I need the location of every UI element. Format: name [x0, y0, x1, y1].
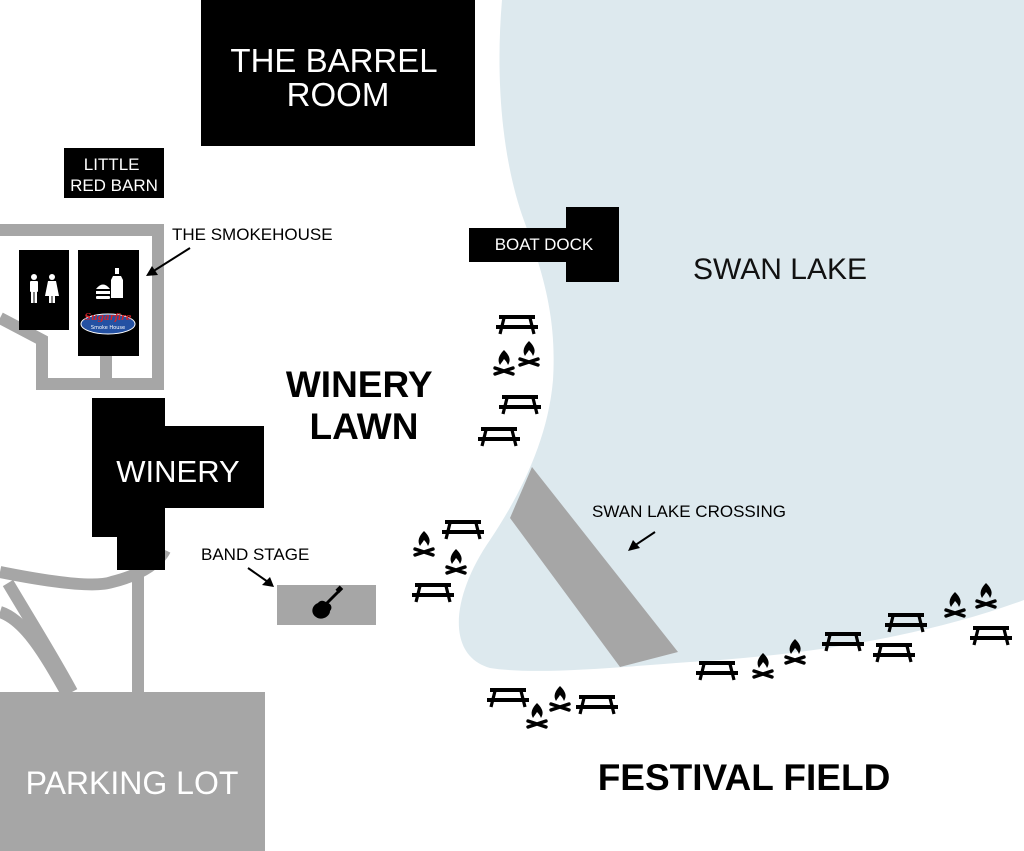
picnic-table-icon: [476, 425, 522, 448]
smokehouse-label: THE SMOKEHOUSE: [172, 225, 333, 244]
winery-label: WINERY: [116, 454, 239, 489]
burger-bottle-icon: [96, 268, 123, 299]
barrel-room-label: THE BARREL ROOM: [230, 42, 445, 113]
picnic-table-icon: [968, 624, 1014, 647]
restroom-building[interactable]: [19, 250, 69, 330]
restroom-icon: [30, 274, 59, 303]
campfire-icon: [493, 348, 515, 376]
picnic-table-icon: [440, 518, 486, 541]
crossing-arrow-icon: [628, 531, 656, 551]
picnic-table-icon: [494, 313, 540, 336]
swan-lake-label: SWAN LAKE: [693, 253, 867, 286]
picnic-table-icon: [694, 659, 740, 682]
parking-lot-area[interactable]: [0, 692, 265, 851]
boat-dock-building[interactable]: [469, 207, 619, 282]
swan-lake-crossing-label: SWAN LAKE CROSSING: [592, 502, 786, 521]
swan-lake-crossing-bridge[interactable]: [510, 467, 678, 667]
smokehouse-arrow-icon: [146, 247, 191, 276]
picnic-table-icon: [410, 581, 456, 604]
festival-field-label: FESTIVAL FIELD: [598, 757, 891, 798]
smokehouse-building[interactable]: [78, 250, 139, 356]
campfire-icon: [413, 529, 435, 557]
winery-lawn-label: WINERY LAWN: [286, 364, 442, 447]
swan-lake-water: [458, 0, 1024, 671]
barrel-room-building[interactable]: [201, 0, 475, 146]
guitar-icon: [312, 585, 344, 619]
campfire-icon: [549, 684, 571, 712]
svg-text:Sugarfire: Sugarfire: [85, 313, 132, 323]
band-stage-arrow-icon: [247, 567, 274, 587]
little-red-barn-building[interactable]: [64, 148, 164, 198]
campfire-icon: [445, 547, 467, 575]
little-red-barn-label: LITTLE RED BARN: [70, 155, 158, 195]
campfire-icon: [518, 339, 540, 367]
picnic-table-icon: [485, 686, 531, 709]
walking-paths: [0, 224, 171, 695]
picnic-table-icon: [497, 393, 543, 416]
boat-dock-label: BOAT DOCK: [495, 235, 594, 254]
smokehouse-logo: Sugarfire Smoke House: [80, 313, 136, 335]
band-stage-label: BAND STAGE: [201, 545, 309, 564]
svg-text:Smoke House: Smoke House: [91, 325, 125, 331]
campfire-icon: [526, 701, 548, 729]
picnic-table-icon: [574, 693, 620, 716]
parking-lot-label: PARKING LOT: [26, 765, 239, 801]
picnic-table-icon: [871, 641, 917, 664]
winery-building[interactable]: [92, 398, 264, 570]
